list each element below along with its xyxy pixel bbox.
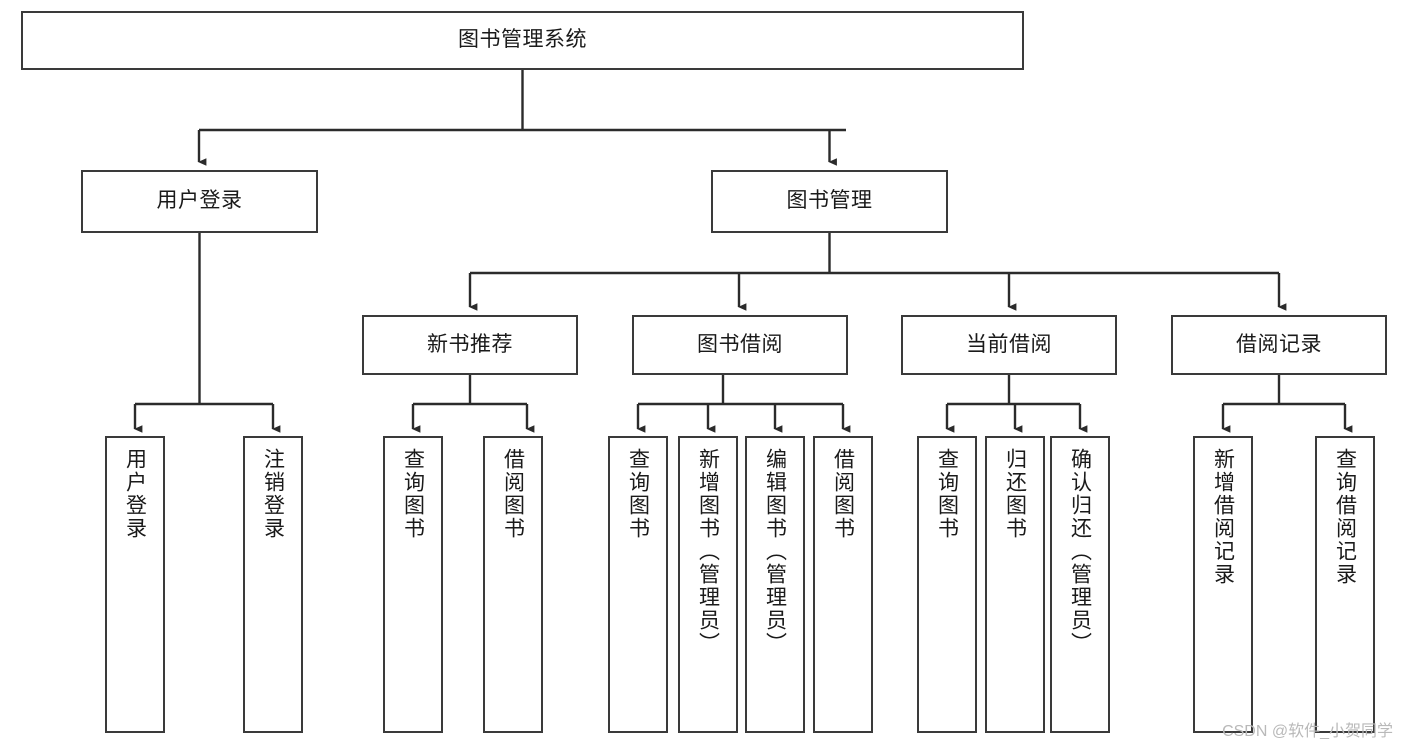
node-book-borrow[interactable]: 图书借阅 bbox=[632, 315, 848, 375]
node-leaf-current-borrow-return[interactable]: 归还图书 bbox=[985, 436, 1045, 733]
node-user-login[interactable]: 用户登录 bbox=[81, 170, 318, 233]
node-leaf-book-borrow-add[interactable]: 新增图书（管理员） bbox=[678, 436, 738, 733]
node-leaf-new-book-borrow[interactable]: 借阅图书 bbox=[483, 436, 543, 733]
node-label: 图书借阅 bbox=[697, 332, 783, 356]
node-leaf-book-borrow-borrow[interactable]: 借阅图书 bbox=[813, 436, 873, 733]
node-leaf-borrow-record-add[interactable]: 新增借阅记录 bbox=[1193, 436, 1253, 733]
node-label: 归还图书 bbox=[1003, 448, 1027, 540]
node-label: 查询借阅记录 bbox=[1333, 448, 1357, 586]
node-label: 查询图书 bbox=[401, 448, 425, 540]
node-leaf-borrow-record-query[interactable]: 查询借阅记录 bbox=[1315, 436, 1375, 733]
node-leaf-current-borrow-query[interactable]: 查询图书 bbox=[917, 436, 977, 733]
node-label: 确认归还（管理员） bbox=[1068, 448, 1092, 655]
node-label: 当前借阅 bbox=[966, 332, 1052, 356]
node-label: 新增借阅记录 bbox=[1211, 448, 1235, 586]
node-leaf-user-login-logout[interactable]: 注销登录 bbox=[243, 436, 303, 733]
node-label: 编辑图书（管理员） bbox=[763, 448, 787, 655]
node-new-book-recommend[interactable]: 新书推荐 bbox=[362, 315, 578, 375]
node-current-borrow[interactable]: 当前借阅 bbox=[901, 315, 1117, 375]
node-book-management[interactable]: 图书管理 bbox=[711, 170, 948, 233]
node-label: 新增图书（管理员） bbox=[696, 448, 720, 655]
node-leaf-user-login-login[interactable]: 用户登录 bbox=[105, 436, 165, 733]
node-label: 借阅记录 bbox=[1236, 332, 1322, 356]
node-label: 查询图书 bbox=[935, 448, 959, 540]
node-label: 借阅图书 bbox=[831, 448, 855, 540]
node-leaf-book-borrow-query[interactable]: 查询图书 bbox=[608, 436, 668, 733]
node-label: 借阅图书 bbox=[501, 448, 525, 540]
node-label: 注销登录 bbox=[261, 448, 285, 540]
node-label: 图书管理系统 bbox=[458, 28, 587, 52]
node-label: 用户登录 bbox=[123, 448, 147, 540]
node-leaf-book-borrow-edit[interactable]: 编辑图书（管理员） bbox=[745, 436, 805, 733]
node-label: 新书推荐 bbox=[427, 332, 513, 356]
node-leaf-current-borrow-confirm-return[interactable]: 确认归还（管理员） bbox=[1050, 436, 1110, 733]
node-label: 图书管理 bbox=[786, 189, 873, 213]
node-borrow-record[interactable]: 借阅记录 bbox=[1171, 315, 1387, 375]
node-label: 查询图书 bbox=[626, 448, 650, 540]
node-root-system[interactable]: 图书管理系统 bbox=[21, 11, 1024, 70]
node-leaf-new-book-query[interactable]: 查询图书 bbox=[383, 436, 443, 733]
node-label: 用户登录 bbox=[156, 189, 243, 213]
